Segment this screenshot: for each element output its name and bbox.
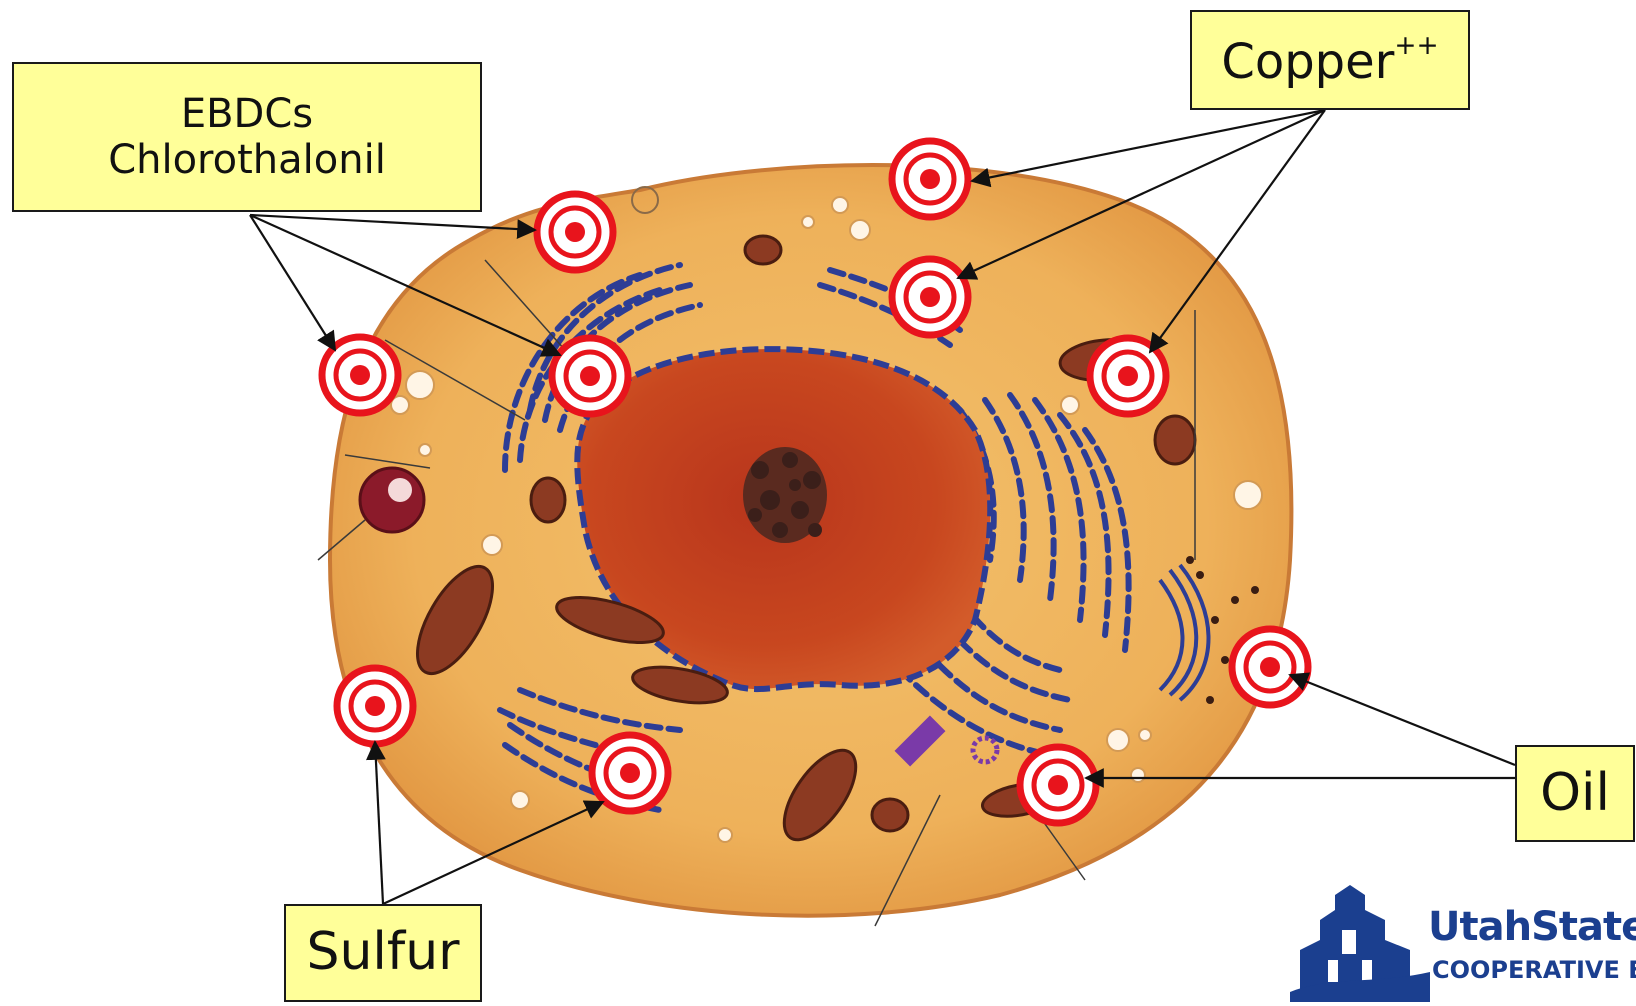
arrow-oil-1: [1290, 675, 1515, 765]
target-marker: [337, 668, 413, 744]
copper-charge: ++: [1394, 30, 1438, 61]
logo-name: UtahStateUn: [1428, 904, 1636, 950]
target-marker: [592, 735, 668, 811]
target-marker: [552, 338, 628, 414]
oil-label-text: Oil: [1540, 764, 1610, 824]
target-marker: [1020, 747, 1096, 823]
logo-subtitle: COOPERATIVE E: [1432, 956, 1636, 984]
lysosome: [360, 468, 424, 532]
ebdc-chlorothalonil-label: EBDCs Chlorothalonil: [12, 62, 482, 212]
sulfur-label-text: Sulfur: [306, 923, 459, 983]
arrow-ebdc-1: [250, 215, 535, 230]
copper-name: Copper: [1221, 33, 1394, 89]
target-marker: [1232, 629, 1308, 705]
copper-label: Copper++: [1190, 10, 1470, 110]
target-marker: [892, 141, 968, 217]
university-logo: UtahStateUn COOPERATIVE E: [1290, 880, 1636, 1002]
ebdc-label-line2: Chlorothalonil: [108, 137, 386, 183]
oil-label: Oil: [1515, 745, 1635, 842]
sulfur-label: Sulfur: [284, 904, 482, 1002]
target-marker: [537, 194, 613, 270]
ebdc-label-line1: EBDCs: [181, 91, 313, 137]
lysosome-highlight: [388, 478, 412, 502]
nucleolus: [743, 447, 827, 543]
copper-label-text: Copper++: [1221, 31, 1438, 90]
building-emblem-icon: [1290, 880, 1430, 1002]
target-marker: [1090, 338, 1166, 414]
target-marker: [892, 259, 968, 335]
arrow-copper-1: [972, 110, 1325, 181]
